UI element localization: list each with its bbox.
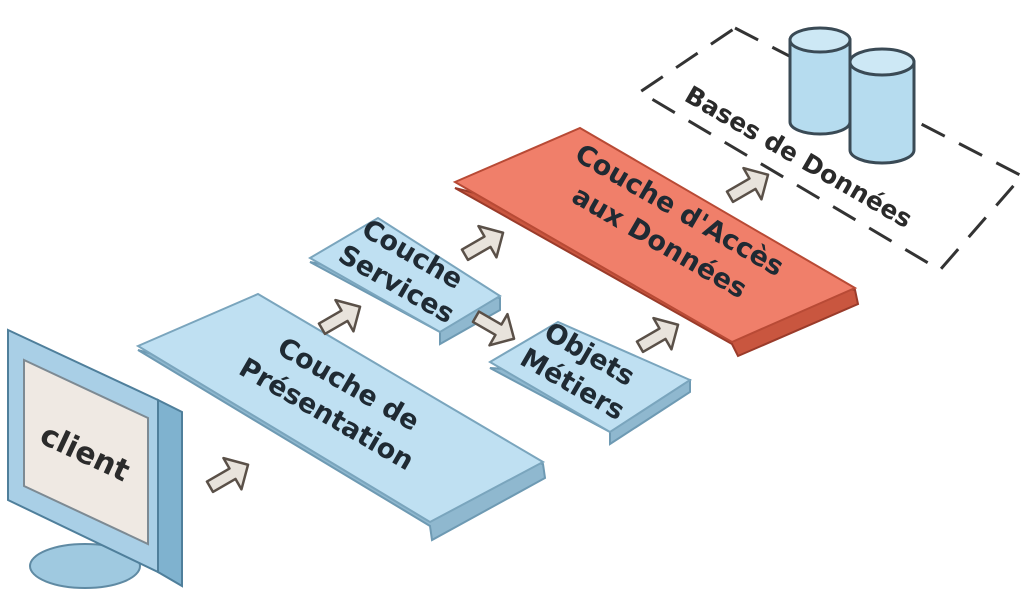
database-cylinder-back-icon [788,26,852,136]
data-access-layer-top [452,126,858,344]
services-layer-top [308,216,502,334]
database-cylinder-front-icon [848,47,916,165]
presentation-layer-top [135,292,546,524]
monitor-stand-base [29,543,141,589]
business-objects-layer-top [488,320,693,434]
arrow-services-data-access-icon [454,215,514,272]
monitor-screen [23,358,149,546]
arrow-client-presentation-icon [199,447,259,504]
arrow-business-data-access-icon [629,307,689,364]
monitor-frame-side [157,398,183,588]
client-monitor-icon: client [7,328,183,589]
presentation-layer: Couche de Présentation [135,292,547,542]
data-access-layer: Couche d'Accès aux Données [452,126,860,358]
databases-dashed-border [637,26,1025,272]
